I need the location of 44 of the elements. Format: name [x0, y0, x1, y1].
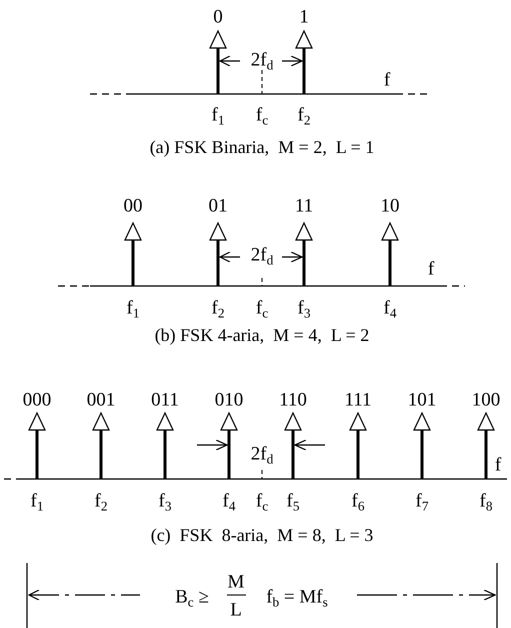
symbol-label: 00 [124, 196, 142, 216]
symbol-label: 110 [279, 390, 307, 410]
symbol-label: 111 [344, 390, 372, 410]
symbol-label: 1 [299, 8, 309, 26]
symbol-label: 000 [22, 390, 52, 410]
spacing-label: 2f$_{d}$ [250, 444, 274, 464]
symbol-label: 010 [214, 390, 244, 410]
symbol-label: 011 [151, 390, 179, 410]
frequency-label: f$_{4}$ [222, 492, 236, 510]
frequency-label: f$_{2}$ [212, 298, 224, 318]
frequency-label: f$_{2}$ [298, 106, 310, 124]
symbol-label: 11 [294, 196, 314, 216]
symbol-label: 101 [408, 390, 436, 410]
symbol-label: 0 [213, 8, 223, 26]
symbol-label: 01 [208, 196, 228, 216]
axis-label: f [494, 456, 502, 474]
frequency-label: f$_{1}$ [212, 106, 224, 124]
spacing-label: 2f$_{d}$ [250, 246, 274, 264]
frequency-label: f$_{8}$ [480, 492, 492, 510]
formula-text: B$_{c}$ ≥ [175, 588, 209, 606]
frequency-label: f$_{c}$ [256, 492, 268, 510]
caption: (b) FSK 4-aria, M = 4, L = 2 [154, 326, 370, 344]
fraction-denominator: L [230, 600, 242, 620]
frequency-label: f$_{3}$ [298, 298, 310, 318]
frequency-label: f$_{5}$ [286, 492, 300, 510]
symbol-label: 10 [380, 196, 400, 216]
caption: (a) FSK Binaria, M = 2, L = 1 [150, 138, 374, 156]
frequency-label: f$_{6}$ [352, 492, 364, 510]
frequency-label: f$_{7}$ [416, 492, 428, 510]
frequency-label: f$_{c}$ [256, 298, 268, 318]
frequency-label: f$_{c}$ [256, 106, 268, 124]
formula-text: f$_{b}$ = Mf$_{s}$ [266, 588, 328, 606]
symbol-label: 001 [86, 390, 116, 410]
frequency-label: f$_{4}$ [384, 298, 396, 318]
frequency-label: f$_{2}$ [94, 492, 108, 510]
axis-label: f [428, 260, 434, 278]
fraction-numerator: M [228, 572, 244, 592]
frequency-label: f$_{3}$ [158, 492, 172, 510]
frequency-label: f$_{1}$ [30, 492, 44, 510]
spacing-label: 2f$_{d}$ [250, 50, 274, 70]
caption: (c) FSK 8-aria, M = 8, L = 3 [150, 526, 374, 544]
frequency-label: f$_{1}$ [126, 298, 140, 318]
symbol-label: 100 [472, 390, 500, 410]
axis-label: f [384, 70, 390, 90]
